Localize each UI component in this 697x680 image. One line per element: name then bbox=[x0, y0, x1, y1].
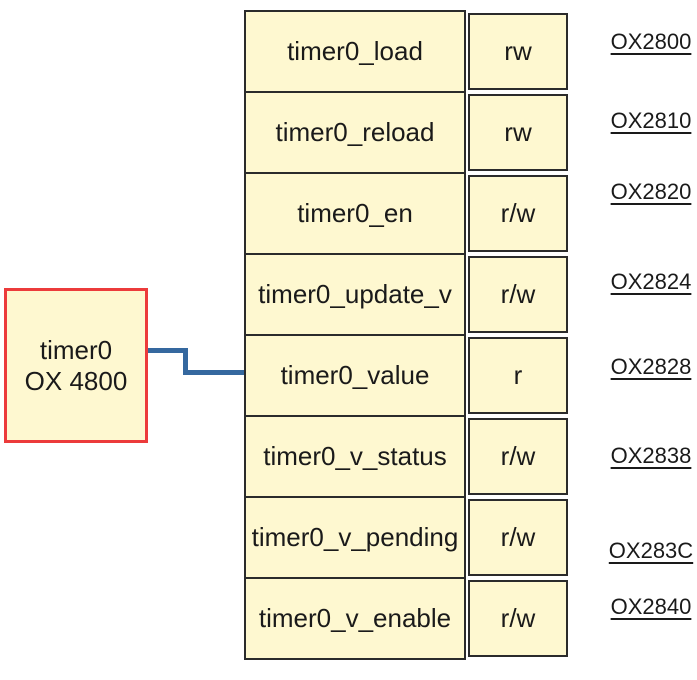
connector-horizontal-segment-1 bbox=[148, 348, 188, 353]
register-row: timer0_v_enable r/w OX2840 bbox=[244, 577, 697, 660]
register-name: timer0_v_status bbox=[263, 441, 447, 471]
register-address-link[interactable]: OX2840 bbox=[610, 593, 692, 619]
register-name-cell: timer0_reload bbox=[244, 91, 466, 174]
register-row: timer0_load rw OX2800 bbox=[244, 10, 697, 93]
register-access: rw bbox=[504, 36, 532, 66]
register-name: timer0_reload bbox=[275, 117, 435, 147]
register-address-cell: OX2810 bbox=[596, 79, 697, 162]
register-name-cell: timer0_en bbox=[244, 172, 466, 255]
register-name-cell: timer0_load bbox=[244, 10, 466, 93]
register-access-cell: r/w bbox=[468, 175, 568, 252]
register-name-cell: timer0_v_enable bbox=[244, 577, 466, 660]
register-access: r bbox=[513, 360, 523, 390]
register-table: timer0_load rw OX2800 timer0_reload rw O… bbox=[244, 10, 697, 660]
register-name-cell: timer0_v_status bbox=[244, 415, 466, 498]
register-address-link[interactable]: OX2838 bbox=[610, 442, 692, 468]
register-access: r/w bbox=[500, 198, 536, 228]
connector-horizontal-segment-2 bbox=[183, 370, 246, 375]
register-access-cell: r/w bbox=[468, 418, 568, 495]
register-name: timer0_value bbox=[280, 360, 430, 390]
register-address-cell: OX2840 bbox=[596, 565, 697, 648]
register-address-cell: OX2824 bbox=[596, 240, 697, 323]
timer0-block-title: timer0 bbox=[39, 334, 113, 365]
register-address-link[interactable]: OX2828 bbox=[610, 353, 692, 379]
register-access: r/w bbox=[500, 522, 536, 552]
register-address-link[interactable]: OX283C bbox=[608, 537, 694, 563]
register-address-link[interactable]: OX2820 bbox=[610, 178, 692, 204]
register-access: r/w bbox=[500, 603, 536, 633]
register-name-cell: timer0_value bbox=[244, 334, 466, 417]
register-row: timer0_en r/w OX2820 bbox=[244, 172, 697, 255]
register-row: timer0_v_pending r/w OX283C bbox=[244, 496, 697, 579]
register-name: timer0_update_v bbox=[258, 279, 452, 309]
register-address-link[interactable]: OX2810 bbox=[610, 107, 692, 133]
register-address-link[interactable]: OX2800 bbox=[610, 28, 692, 54]
register-address-link[interactable]: OX2824 bbox=[610, 268, 692, 294]
register-name: timer0_load bbox=[287, 36, 423, 66]
register-access-cell: r/w bbox=[468, 256, 568, 333]
register-access-cell: rw bbox=[468, 13, 568, 90]
register-address-cell: OX2800 bbox=[596, 0, 697, 83]
register-row: timer0_value r OX2828 bbox=[244, 334, 697, 417]
register-access-cell: r/w bbox=[468, 580, 568, 657]
timer0-block: timer0 OX 4800 bbox=[4, 288, 148, 443]
register-name: timer0_en bbox=[297, 198, 413, 228]
register-row: timer0_update_v r/w OX2824 bbox=[244, 253, 697, 336]
register-row: timer0_v_status r/w OX2838 bbox=[244, 415, 697, 498]
register-access: rw bbox=[504, 117, 532, 147]
register-address-cell: OX2838 bbox=[596, 414, 697, 497]
register-access-cell: r/w bbox=[468, 499, 568, 576]
register-access: r/w bbox=[500, 279, 536, 309]
register-name: timer0_v_enable bbox=[258, 603, 452, 633]
register-address-cell: OX2820 bbox=[596, 150, 697, 233]
register-name-cell: timer0_v_pending bbox=[244, 496, 466, 579]
timer0-block-base-address: OX 4800 bbox=[24, 365, 128, 396]
register-access-cell: r bbox=[468, 337, 568, 414]
register-name-cell: timer0_update_v bbox=[244, 253, 466, 336]
register-access: r/w bbox=[500, 441, 536, 471]
register-address-cell: OX2828 bbox=[596, 325, 697, 408]
register-access-cell: rw bbox=[468, 94, 568, 171]
connector-vertical-segment bbox=[183, 348, 188, 375]
register-name: timer0_v_pending bbox=[251, 522, 459, 552]
register-address-cell: OX283C bbox=[596, 509, 697, 592]
